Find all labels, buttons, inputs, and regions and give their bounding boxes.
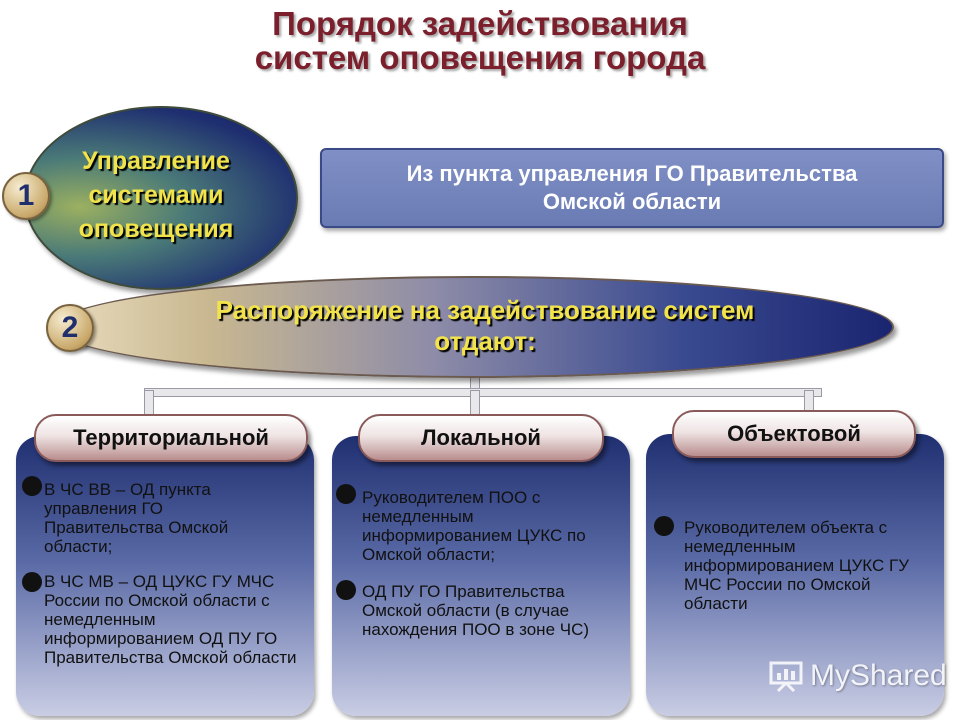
object-panel <box>646 434 944 716</box>
bullet-icon <box>22 476 42 496</box>
local-panel <box>332 436 630 716</box>
local-item-1: Руководителем ПОО с немедленным информир… <box>362 488 586 564</box>
territorial-heading: Территориальной <box>34 414 308 462</box>
management-ellipse-label: Управление системами оповещения <box>78 147 234 243</box>
watermark-label: MyShared <box>810 659 947 692</box>
source-box-line1: Из пункта управления ГО Правительства <box>406 161 858 186</box>
territorial-panel <box>16 436 314 716</box>
bullet-icon <box>336 484 356 504</box>
page-title-line2: систем оповещения города <box>254 39 706 76</box>
connector-horizontal <box>144 388 822 397</box>
object-heading: Объектовой <box>672 410 916 458</box>
step-number-1: 1 <box>2 172 50 220</box>
order-ellipse <box>54 276 894 378</box>
source-box-line2: Омской области <box>542 189 722 214</box>
local-item-2: ОД ПУ ГО Правительства Омской области (в… <box>362 582 590 639</box>
local-heading: Локальной <box>358 414 604 462</box>
bullet-icon <box>336 580 356 600</box>
bullet-icon <box>654 516 674 536</box>
source-box: Из пункта управления ГО Правительства Ом… <box>320 148 944 228</box>
page-title-line1: Порядок задействования <box>272 5 688 42</box>
object-item-1: Руководителем объекта с немедленным инфо… <box>684 518 910 613</box>
territorial-item-1: В ЧС ВВ – ОД пункта управления ГО Правит… <box>44 480 229 556</box>
presentation-icon <box>769 661 803 693</box>
order-line1: Распоряжение на задействование систем <box>215 295 755 325</box>
watermark: MyShared <box>768 656 947 696</box>
management-ellipse <box>24 106 298 290</box>
territorial-item-2: В ЧС МВ – ОД ЦУКС ГУ МЧС России по Омско… <box>44 572 297 667</box>
step-number-2: 2 <box>46 304 94 352</box>
bullet-icon <box>22 572 42 592</box>
order-line2: отдают: <box>434 326 536 356</box>
